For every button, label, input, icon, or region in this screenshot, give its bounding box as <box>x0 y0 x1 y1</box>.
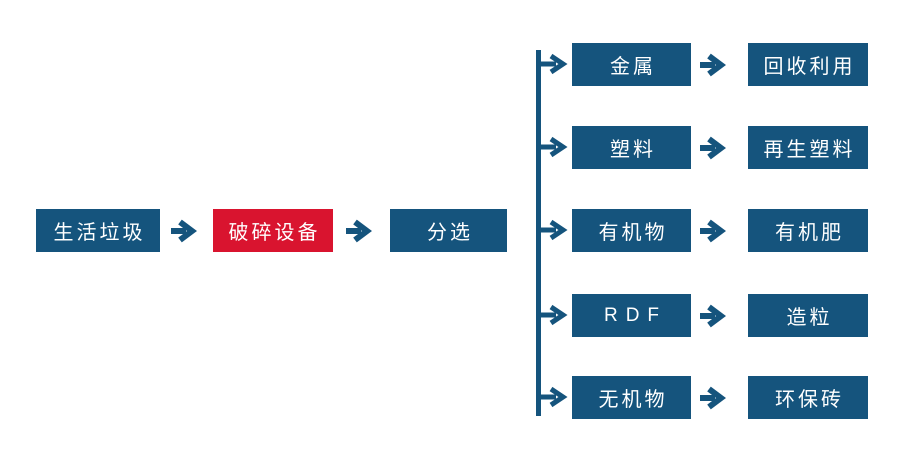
branch-connector-lines <box>534 50 576 416</box>
box-organic-fertilizer: 有机肥 <box>748 209 868 252</box>
arrow-right-icon <box>699 135 729 161</box>
arrow-right-icon <box>345 218 375 244</box>
arrow-right-icon <box>699 52 729 78</box>
box-recycling: 回收利用 <box>748 43 868 86</box>
arrow-right-icon <box>170 218 200 244</box>
box-recycled-plastic: 再生塑料 <box>748 126 868 169</box>
arrow-right-icon <box>699 385 729 411</box>
box-sorting: 分选 <box>390 209 507 252</box>
box-crushing-equipment: 破碎设备 <box>213 209 333 252</box>
box-granulation: 造粒 <box>748 294 868 337</box>
arrow-right-icon <box>699 303 729 329</box>
box-organic-matter: 有机物 <box>572 209 691 252</box>
box-inorganic-matter: 无机物 <box>572 376 691 419</box>
box-plastic: 塑料 <box>572 126 691 169</box>
box-rdf: RDF <box>572 294 691 337</box>
arrow-right-icon <box>699 218 729 244</box>
box-metal: 金属 <box>572 43 691 86</box>
box-eco-brick: 环保砖 <box>748 376 868 419</box>
box-household-waste: 生活垃圾 <box>36 209 160 252</box>
